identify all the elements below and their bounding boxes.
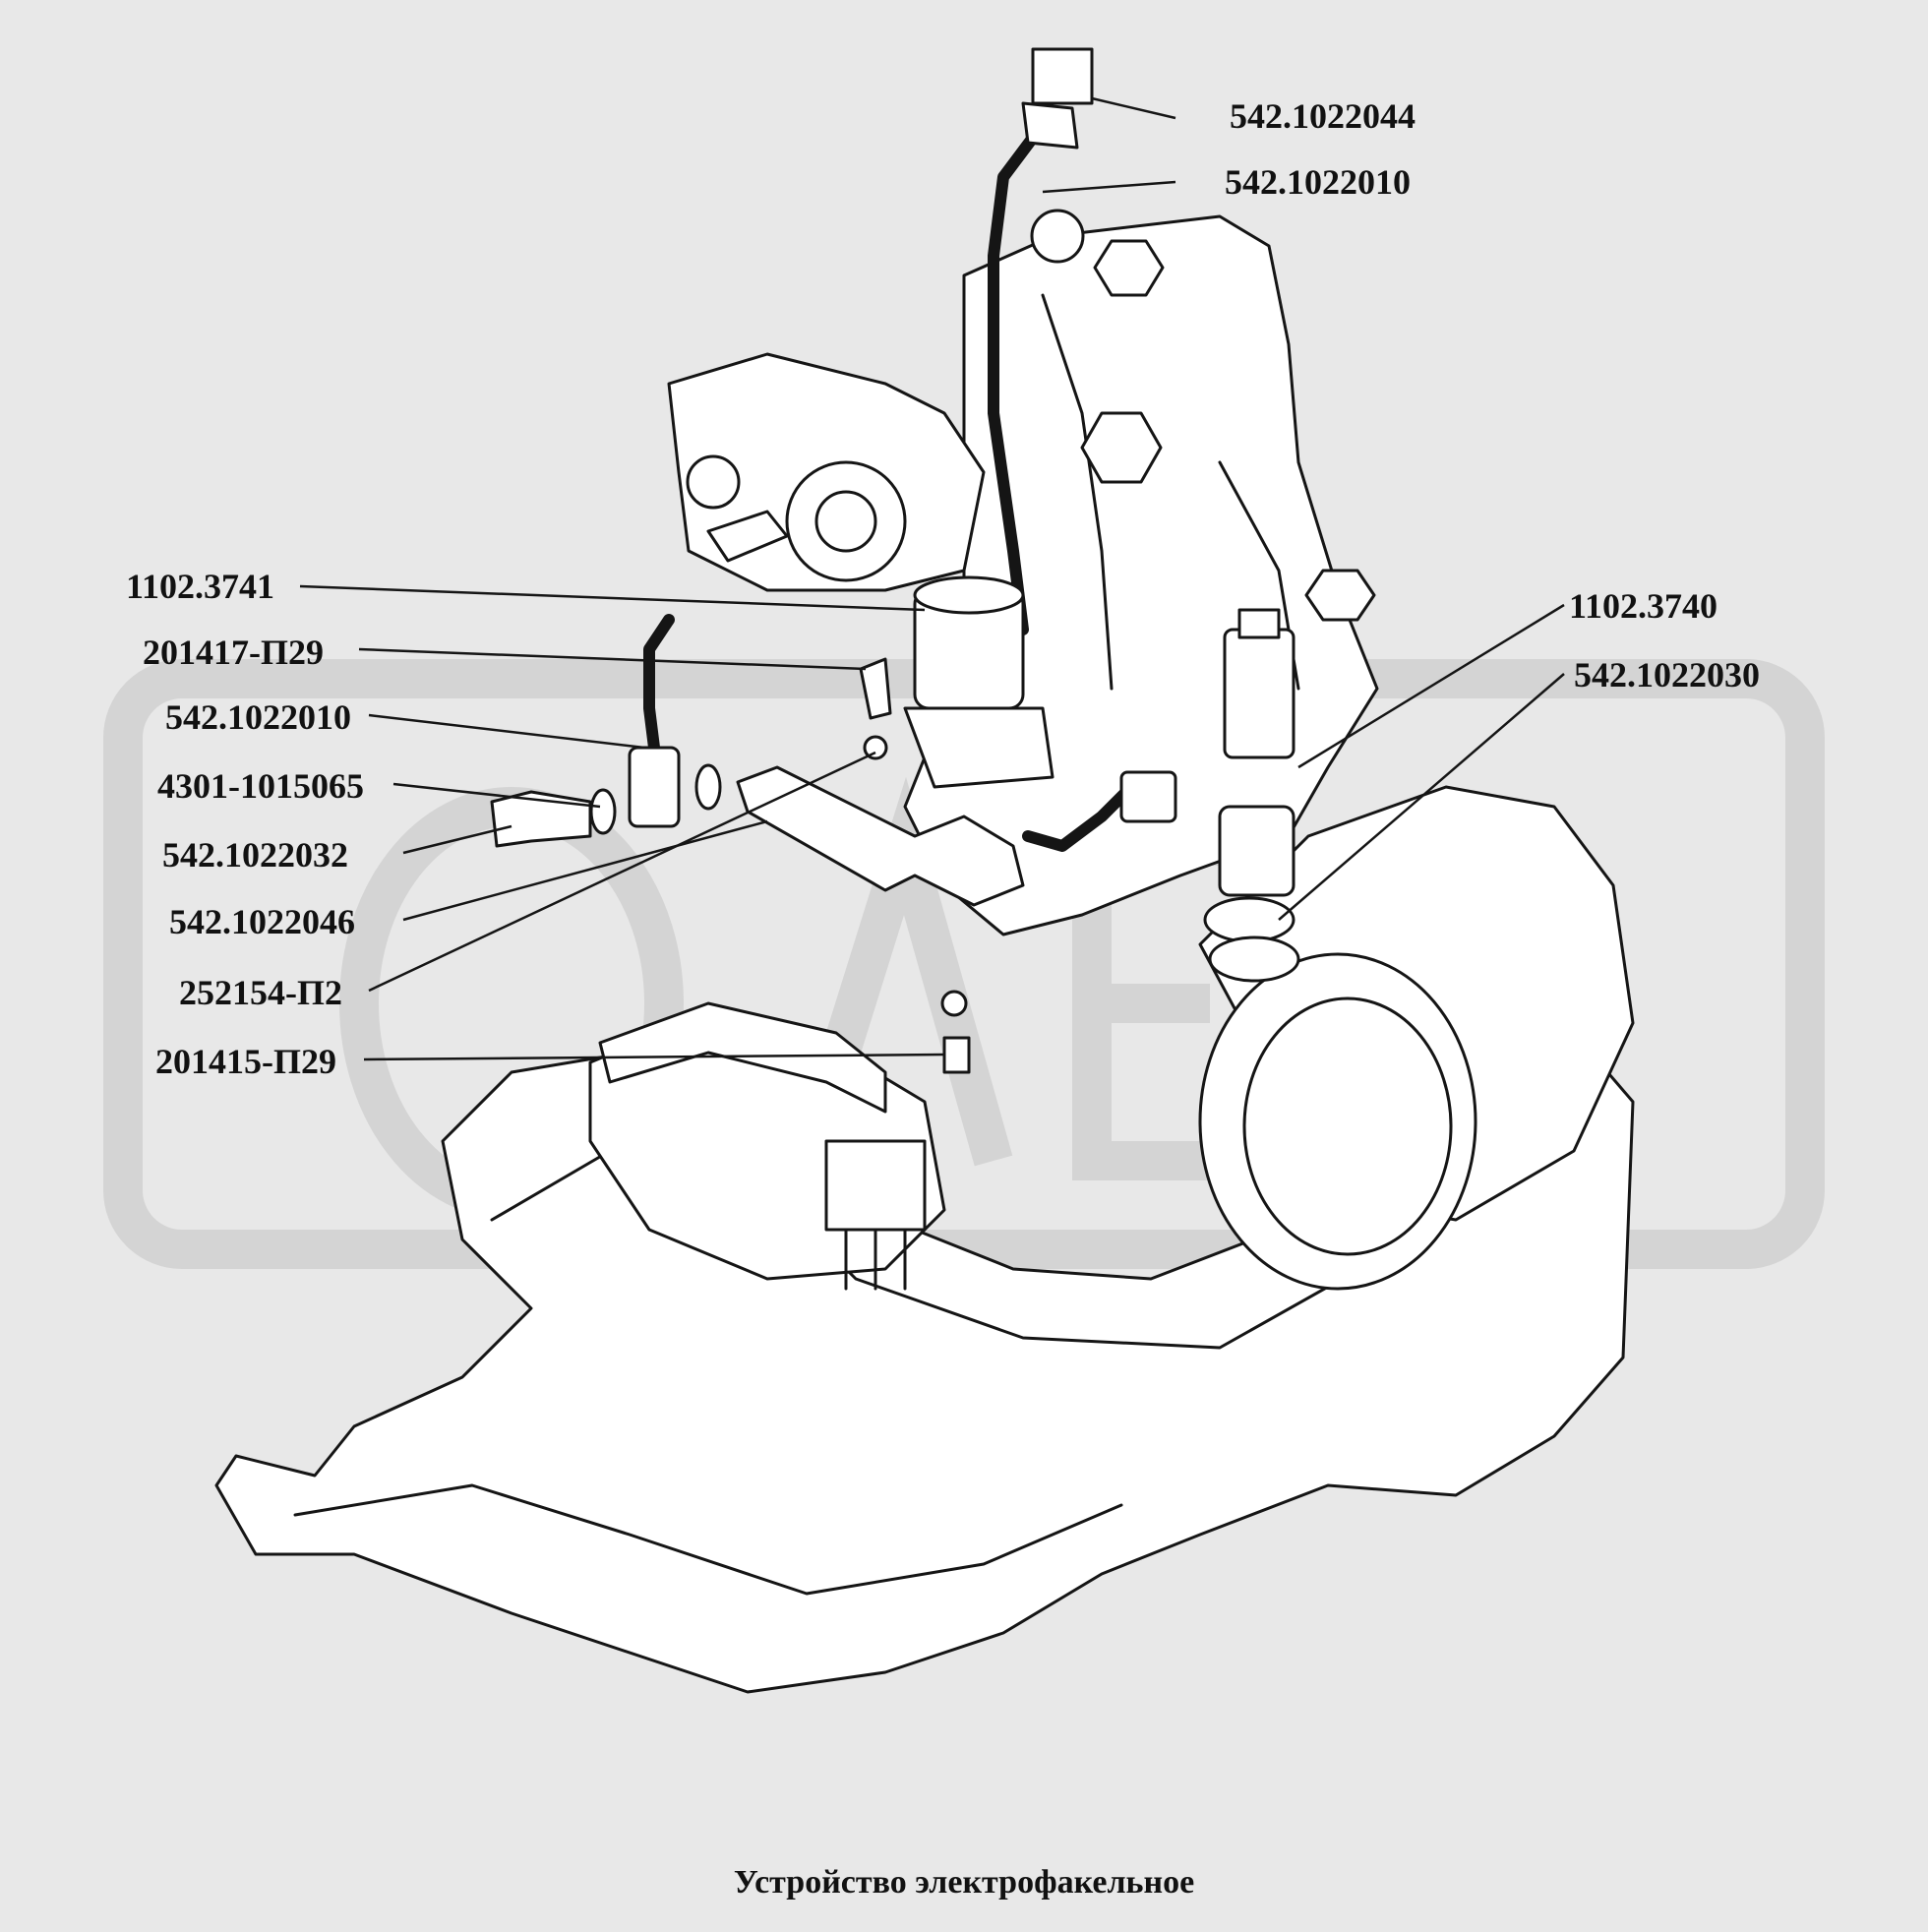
diagram-caption: Устройство электрофакельное: [733, 1864, 1195, 1901]
electrical-connector: [1031, 47, 1094, 105]
screw-201415: [942, 1036, 971, 1074]
left-tube: [643, 614, 675, 754]
label-542-1022030: 542.1022030: [1574, 655, 1760, 694]
leader-1022046: [402, 819, 768, 922]
connector-fitting: [1021, 101, 1079, 150]
housing-port-top: [1030, 209, 1085, 264]
glow-plug: [1223, 628, 1295, 759]
glow-plug-tip: [1218, 805, 1295, 897]
pipe-port-boss: [1208, 936, 1300, 983]
fuel-tube: [988, 132, 1039, 635]
housing-bolt-top: [1093, 239, 1165, 297]
leader-201417: [358, 647, 867, 671]
leader-3741: [299, 584, 926, 612]
housing-nut: [1080, 411, 1163, 484]
housing-bolt-right: [1304, 569, 1376, 622]
bleed-screw: [706, 510, 789, 563]
label-201417-p29: 201417-П29: [143, 633, 324, 672]
solenoid-base: [903, 706, 1054, 789]
label-4301-1015065: 4301-1015065: [157, 766, 364, 806]
leader-1022010-left: [368, 713, 645, 750]
washer-252154: [940, 990, 968, 1017]
leader-4301: [392, 782, 601, 809]
leader-3740: [1297, 603, 1565, 769]
washer-1: [589, 788, 617, 835]
pump-wheel-hub: [814, 490, 877, 553]
glow-plug-terminal: [1237, 608, 1281, 639]
leader-252154: [368, 751, 876, 993]
label-542-1022046: 542.1022046: [169, 902, 355, 941]
leader-1022030: [1278, 673, 1565, 921]
pipe-clamp: [598, 1001, 887, 1114]
label-1102-3740: 1102.3740: [1569, 586, 1718, 626]
bracket: [736, 765, 1025, 907]
label-201415-p29: 201415-П29: [155, 1042, 336, 1081]
clamp-bolt-pins: [844, 1228, 907, 1291]
label-252154-p2: 252154-П2: [179, 973, 342, 1012]
solenoid-top: [913, 575, 1025, 615]
pipe-flange-inner: [1242, 996, 1453, 1256]
tube-nut: [1119, 770, 1177, 823]
lock-washer: [863, 735, 888, 760]
label-542-1022032: 542.1022032: [162, 835, 348, 875]
clamp-bolts: [824, 1139, 927, 1232]
leader-201415: [363, 1053, 945, 1061]
outlet-tube: [1022, 781, 1137, 852]
housing-rib-1: [1041, 293, 1114, 691]
leader-1022010-top: [1042, 180, 1176, 194]
washer-2: [694, 763, 722, 811]
label-1102-3741: 1102.3741: [126, 567, 275, 606]
banjo-fitting: [628, 746, 681, 828]
label-542-1022044: 542.1022044: [1230, 96, 1416, 136]
leader-1022044: [1091, 96, 1176, 120]
banjo-bolt: [490, 790, 592, 848]
label-542-1022010-top: 542.1022010: [1225, 162, 1411, 202]
screw-201417: [859, 657, 892, 720]
pump-port: [686, 454, 741, 510]
manifold-lower-rib: [293, 1483, 1123, 1596]
label-542-1022010-left: 542.1022010: [165, 697, 351, 737]
leader-1022032: [402, 824, 512, 855]
